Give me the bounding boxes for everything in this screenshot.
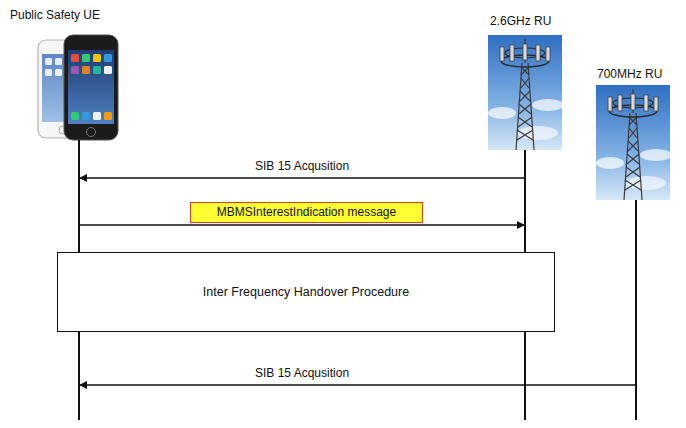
message-arrow bbox=[79, 177, 525, 179]
message-label: SIB 15 Acqusition bbox=[252, 366, 352, 381]
lifeline bbox=[635, 200, 637, 420]
tower-picture bbox=[596, 85, 672, 200]
phone-black bbox=[64, 35, 118, 140]
highlighted-message-label: MBMSInterestIndication message bbox=[190, 202, 423, 223]
participant-name: Public Safety UE bbox=[10, 8, 100, 23]
message-arrow bbox=[79, 384, 636, 386]
participant-heading: 700MHz RU bbox=[597, 67, 662, 82]
message-label: SIB 15 Acqusition bbox=[252, 159, 352, 174]
procedure-label: Inter Frequency Handover Procedure bbox=[203, 284, 409, 300]
participant-name: 2.6GHz RU bbox=[490, 14, 551, 29]
message-arrow bbox=[79, 224, 525, 226]
participant-name: 700MHz RU bbox=[597, 67, 662, 82]
tower-picture bbox=[488, 35, 564, 150]
participant-heading: 2.6GHz RU bbox=[490, 14, 551, 29]
process-box: Inter Frequency Handover Procedure bbox=[57, 252, 555, 332]
participant-heading: Public Safety UE bbox=[10, 8, 100, 23]
